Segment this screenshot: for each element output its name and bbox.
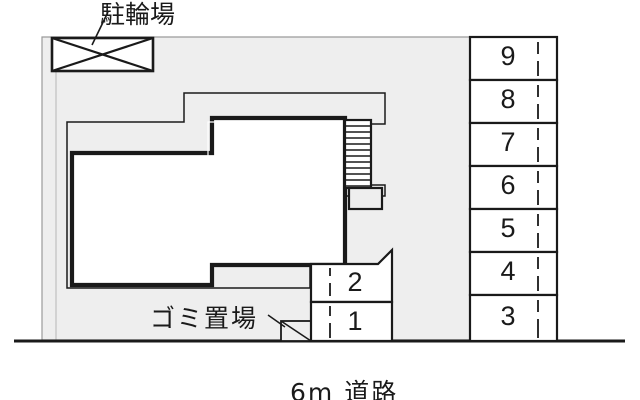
parking-stall-2-label: 2: [347, 267, 362, 297]
staircase-outline: [343, 118, 373, 190]
exterior-staircase: [343, 118, 384, 211]
parking-stall-2[interactable]: [309, 247, 394, 304]
parking-stall-6-label: 6: [500, 170, 515, 200]
parking-stall-6[interactable]: [468, 164, 559, 211]
parking-stall-1-label: 1: [347, 306, 362, 336]
parking-stall-5-label: 5: [500, 213, 515, 243]
garbage-area: [267, 314, 312, 342]
road-label: 6m 道路: [290, 378, 398, 400]
garbage-area-label: ゴミ置場: [150, 304, 258, 333]
bicycle-parking-cross-b: [51, 36, 154, 73]
parking-stall-8-label: 8: [500, 84, 515, 114]
garbage-area-diagonal: [280, 320, 312, 342]
parking-group-right: [468, 35, 559, 343]
parking-stall-5[interactable]: [468, 207, 559, 254]
bicycle-parking-label: 駐輪場: [100, 0, 175, 29]
parking-stall-7-label: 7: [500, 127, 515, 157]
parking-stall-4-label: 4: [500, 256, 515, 286]
parking-stall-3-label: 3: [500, 301, 515, 331]
parking-group-bottom: [309, 247, 394, 343]
bicycle-parking-area: [50, 36, 155, 73]
parking-stall-3[interactable]: [468, 293, 559, 343]
staircase-treads: [345, 125, 371, 187]
garbage-area-leader-line: [267, 314, 286, 328]
staircase-landing: [347, 186, 384, 211]
parking-stall-9-label: 9: [500, 41, 515, 71]
parking-stall-1[interactable]: [309, 300, 394, 343]
building-wall-inner-line: [75, 121, 342, 282]
parking-stall-4[interactable]: [468, 250, 559, 297]
bicycle-parking-leader-line: [91, 11, 109, 46]
